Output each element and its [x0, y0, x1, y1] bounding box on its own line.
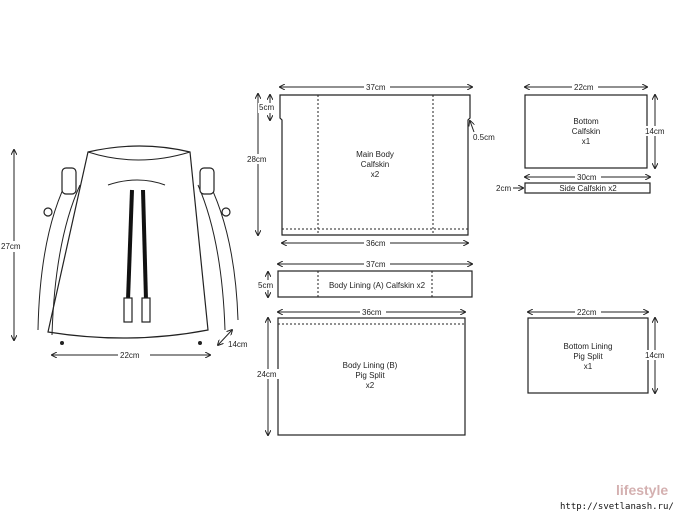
side-height: 2cm: [496, 184, 511, 193]
bag-depth-label: 14cm: [228, 340, 248, 349]
side-label: Side Calfskin x2: [559, 184, 617, 193]
main-body-notch: 5cm: [259, 103, 274, 112]
bottom-piece: [525, 87, 655, 168]
main-body-piece: [258, 87, 474, 243]
bottom-lining-piece: [528, 312, 655, 393]
main-body-top-width: 37cm: [366, 83, 386, 92]
lining-a-width: 37cm: [366, 260, 386, 269]
bottom-title: Bottom: [573, 117, 599, 126]
lining-b-piece: [268, 312, 465, 435]
bottom-lining-height: 14cm: [645, 351, 665, 360]
lining-a-piece: [268, 264, 472, 297]
lining-b-height: 24cm: [257, 370, 277, 379]
lining-b-width: 36cm: [362, 308, 382, 317]
main-body-qty: x2: [371, 170, 380, 179]
bottom-qty: x1: [582, 137, 591, 146]
bag-height-label: 27cm: [1, 242, 21, 251]
main-body-material: Calfskin: [361, 160, 389, 169]
watermark-url: http://svetlanash.ru/: [560, 502, 674, 512]
bottom-lining-material: Pig Split: [573, 352, 603, 361]
bottom-lining-qty: x1: [584, 362, 593, 371]
main-body-offset: 0.5cm: [473, 133, 495, 142]
lining-b-qty: x2: [366, 381, 375, 390]
lining-a-label: Body Lining (A) Calfskin x2: [329, 281, 426, 290]
lining-b-material: Pig Split: [355, 371, 385, 380]
bottom-material: Calfskin: [572, 127, 600, 136]
bag-illustration: [14, 145, 239, 355]
bottom-lining-width: 22cm: [577, 308, 597, 317]
lining-b-title: Body Lining (B): [343, 361, 398, 370]
main-body-height: 28cm: [247, 155, 267, 164]
bottom-lining-title: Bottom Lining: [564, 342, 613, 351]
main-body-title: Main Body: [356, 150, 394, 159]
bottom-height: 14cm: [645, 127, 665, 136]
main-body-bottom-width: 36cm: [366, 239, 386, 248]
bottom-width: 22cm: [574, 83, 594, 92]
side-width: 30cm: [577, 173, 597, 182]
watermark-brand: lifestyle: [616, 482, 669, 498]
bag-width-label: 22cm: [120, 351, 140, 360]
lining-a-height: 5cm: [258, 281, 273, 290]
